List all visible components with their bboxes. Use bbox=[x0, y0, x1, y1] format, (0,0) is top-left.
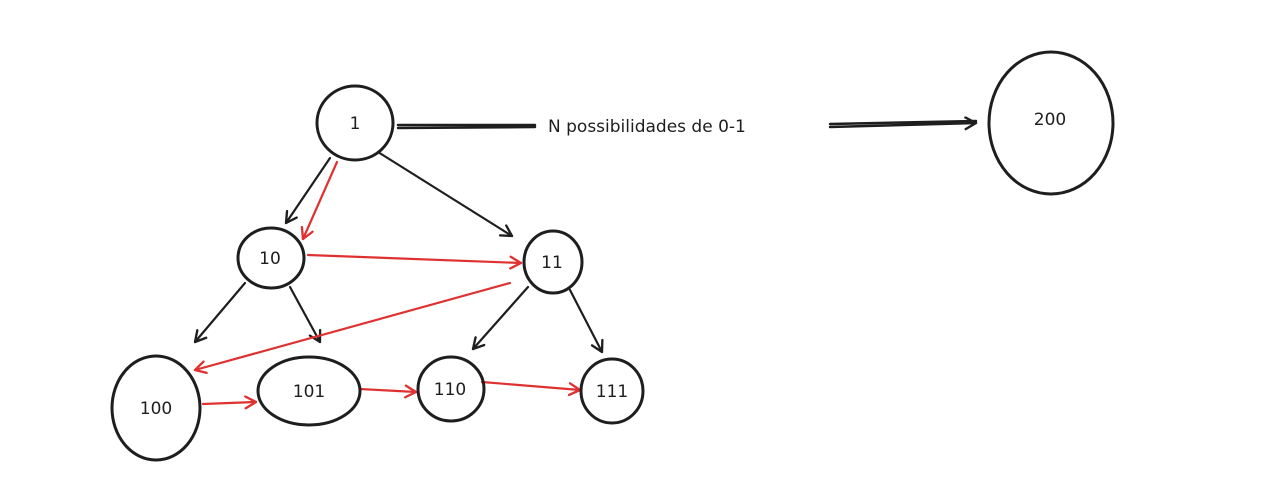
node-10-label: 10 bbox=[259, 249, 281, 269]
red-edge-101-to-110 bbox=[358, 384, 418, 399]
node-200-label: 200 bbox=[1034, 110, 1066, 130]
edge-10-to-101 bbox=[288, 285, 322, 344]
node-200: 200 bbox=[987, 50, 1115, 196]
edge-11-to-111 bbox=[568, 288, 604, 354]
node-101-label: 101 bbox=[293, 382, 325, 402]
node-100-label: 100 bbox=[140, 399, 172, 419]
node-1-label: 1 bbox=[350, 114, 361, 134]
node-101: 101 bbox=[256, 355, 362, 427]
edge-10-to-100 bbox=[193, 281, 247, 344]
node-11-circle bbox=[522, 229, 584, 295]
red-edge-11-to-100 bbox=[193, 281, 512, 374]
node-10-circle bbox=[236, 226, 306, 290]
node-110-label: 110 bbox=[434, 380, 466, 400]
node-11-label: 11 bbox=[541, 253, 563, 273]
node-110-circle bbox=[416, 355, 486, 423]
node-110: 110 bbox=[416, 355, 486, 423]
node-10: 10 bbox=[236, 226, 306, 290]
node-1: 1 bbox=[315, 84, 395, 162]
edge-1-to-11 bbox=[376, 150, 514, 238]
edge-label-possibilidades: N possibilidades de 0-1 bbox=[548, 117, 746, 137]
node-111-label: 111 bbox=[596, 382, 628, 402]
edge-1-to-200-part-b bbox=[828, 121, 976, 127]
node-101-circle bbox=[256, 355, 362, 427]
node-111: 111 bbox=[579, 357, 645, 425]
node-100: 100 bbox=[110, 354, 202, 462]
node-200-circle bbox=[987, 50, 1115, 196]
red-edge-110-to-111 bbox=[480, 380, 582, 397]
red-edge-10-to-11 bbox=[306, 253, 523, 270]
node-11: 11 bbox=[522, 229, 584, 295]
node-111-circle bbox=[579, 357, 645, 425]
red-edge-1-to-10 bbox=[300, 160, 339, 241]
edge-11-to-110 bbox=[471, 285, 530, 351]
edge-1-to-200-part-a bbox=[396, 123, 537, 130]
node-100-circle bbox=[110, 354, 202, 462]
red-edge-100-to-101 bbox=[201, 395, 258, 410]
node-1-circle bbox=[315, 84, 395, 162]
edge-1-to-10 bbox=[284, 156, 332, 225]
